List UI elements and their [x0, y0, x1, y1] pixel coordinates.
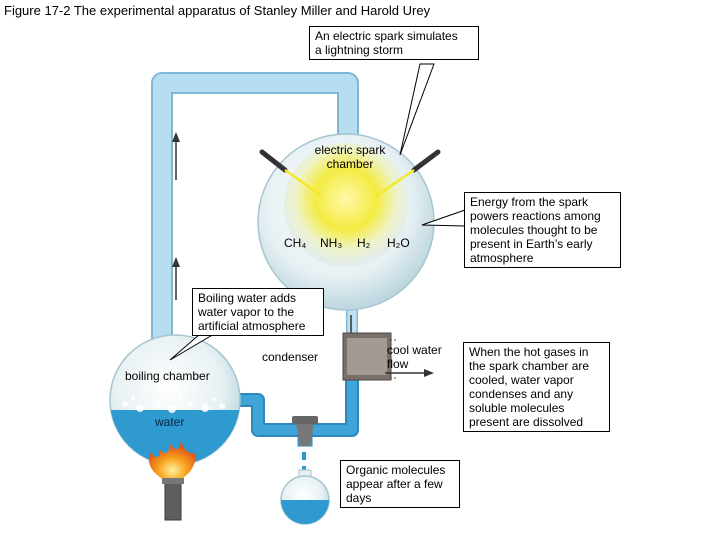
stopcock: [292, 416, 318, 447]
collection-flask: [280, 469, 330, 525]
flow-arrow-up-1: [172, 132, 180, 180]
condenser: [342, 332, 398, 381]
formula-nh3: NH₃: [320, 236, 343, 250]
callout-organic: Organic molecules appear after a few day…: [340, 460, 460, 508]
spark-chamber-label: electric spark chamber: [314, 143, 386, 171]
burner: [162, 478, 184, 521]
formula-h2: H₂: [357, 236, 371, 250]
callout-boiling: Boiling water adds water vapor to the ar…: [192, 288, 324, 336]
flow-arrow-up-2: [172, 257, 180, 300]
callout-energy: Energy from the spark powers reactions a…: [464, 192, 621, 268]
figure-caption: Figure 17-2 The experimental apparatus o…: [4, 3, 431, 18]
callout-spark: An electric spark simulates a lightning …: [309, 26, 479, 60]
spark-chamber: [257, 133, 435, 311]
callout-pointer-spark: [399, 63, 435, 156]
callout-hot-gases: When the hot gases in the spark chamber …: [463, 342, 610, 432]
formula-ch4: CH₄: [284, 236, 307, 250]
burner-flame: [148, 442, 196, 482]
condenser-label: condenser: [262, 350, 319, 364]
cool-water-flow-label: cool water flow: [387, 343, 442, 371]
electrode-left: [259, 149, 323, 198]
formula-h2o: H₂O: [387, 236, 410, 250]
boiling-chamber-label: boiling chamber: [125, 369, 210, 383]
cool-water-arrow: [385, 369, 434, 377]
electrode-right: [375, 149, 441, 198]
glass-tubing: [151, 72, 359, 437]
water-label: water: [155, 415, 185, 429]
